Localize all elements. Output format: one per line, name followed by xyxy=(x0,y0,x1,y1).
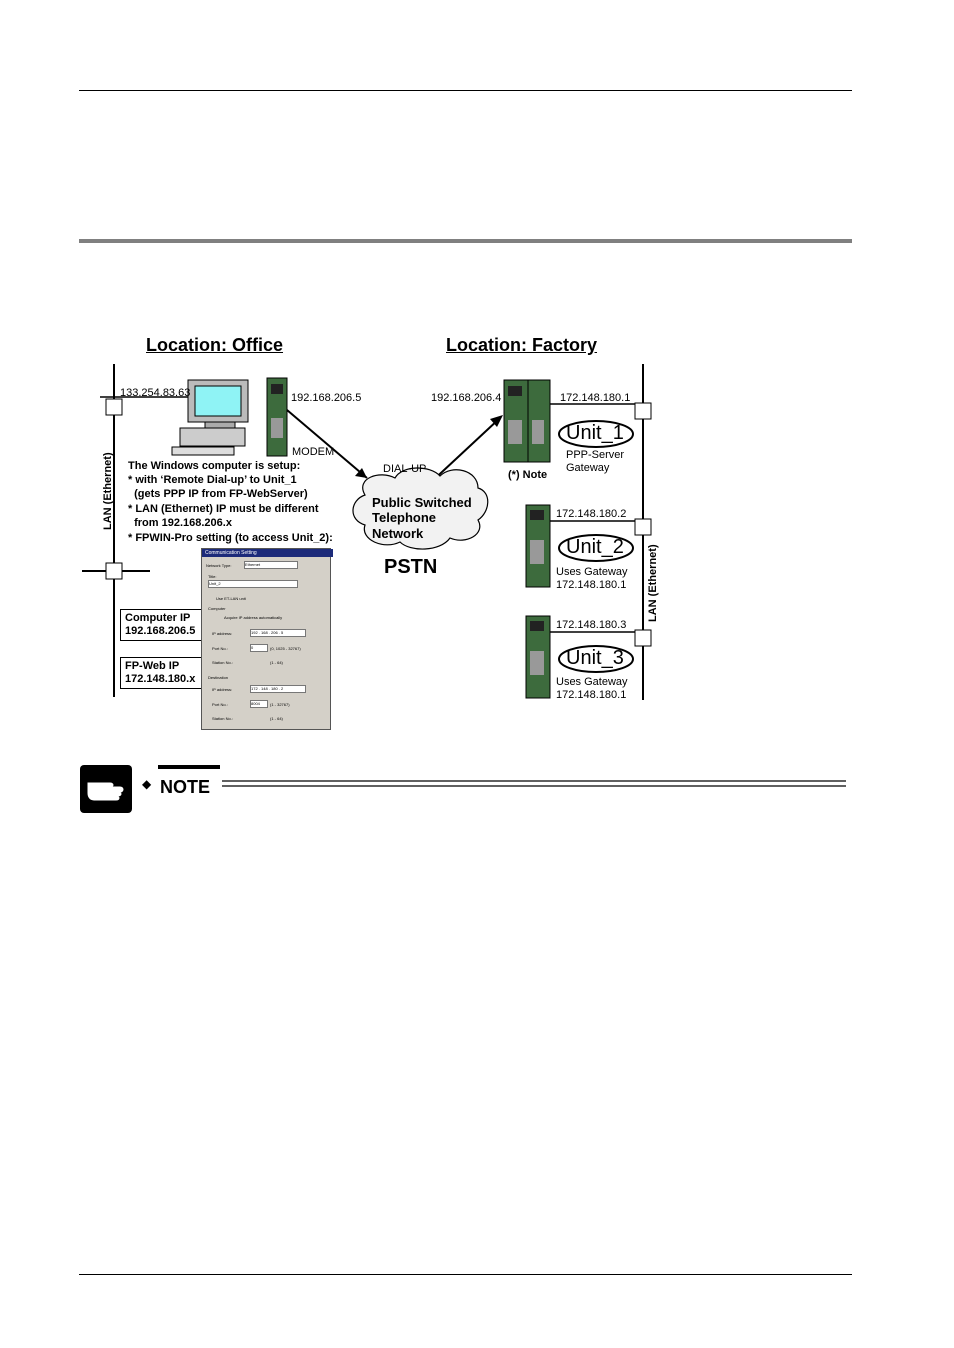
unit-2-ip: 172.148.180.2 xyxy=(556,508,627,520)
unit-1-desc: PPP-Server xyxy=(566,449,625,461)
dest-port-range: (1 - 32767) xyxy=(270,702,290,707)
lan-label-right: LAN (Ethernet) xyxy=(647,544,659,622)
note-bar xyxy=(158,765,220,769)
lan-label-left: LAN (Ethernet) xyxy=(102,452,114,530)
computer-ip-label: Computer IP xyxy=(125,612,191,624)
unit-1-ellipse xyxy=(558,420,634,448)
computer-ip-box: Computer IP 192.168.206.5 xyxy=(120,609,208,641)
fp-web-office-ip: 192.168.206.5 xyxy=(291,392,362,404)
setup-line: The Windows computer is setup: xyxy=(128,460,301,472)
header-rule xyxy=(79,90,852,91)
office-title: Location: Office xyxy=(146,335,284,355)
factory-title: Location: Factory xyxy=(446,335,598,355)
pstn-label: PSTN xyxy=(384,556,438,578)
computer-station-label: Station No.: xyxy=(212,660,233,665)
network-type-label: Network Type: xyxy=(206,563,232,568)
unit-3-ellipse xyxy=(558,645,634,673)
note-label: NOTE xyxy=(160,777,211,797)
network-diagram xyxy=(82,364,652,700)
title-label: Title: xyxy=(208,574,217,579)
fp-web-server-office-icon xyxy=(266,377,288,457)
destination-group-label: Destination xyxy=(208,675,229,680)
office-hub-1 xyxy=(105,398,123,416)
computer-station-range: (1 - 64) xyxy=(270,660,283,665)
factory-hub-1 xyxy=(634,402,652,420)
pc-ip: 133.254.83.63 xyxy=(120,387,191,399)
fpweb-ip-value: 172.148.180.x xyxy=(125,673,196,685)
dest-port-label: Port No.: xyxy=(212,702,228,707)
note-double-rule xyxy=(222,780,846,787)
dialup-line xyxy=(427,417,501,486)
unit-3-desc: 172.148.180.1 xyxy=(556,689,627,701)
unit-3-name: Unit_3 xyxy=(566,647,624,669)
unit-3-desc: Uses Gateway xyxy=(556,676,628,688)
computer-port-label: Port No.: xyxy=(212,646,228,651)
cloud-line: Public Switched xyxy=(372,495,472,510)
setup-line: (gets PPP IP from FP-WebServer) xyxy=(128,488,308,500)
modem-label: MODEM xyxy=(292,446,335,458)
communication-setting-dialog: Communication Setting Network Type: Ethe… xyxy=(201,548,333,730)
footer-rule xyxy=(79,1274,852,1275)
unit-1-name: Unit_1 xyxy=(566,422,624,444)
unit-3-ip: 172.148.180.3 xyxy=(556,619,627,631)
setup-line: * FPWIN-Pro setting (to access Unit_2): xyxy=(128,532,333,544)
unit-2-device-icon xyxy=(525,504,551,588)
title-field[interactable]: Unit_2 xyxy=(208,580,298,588)
setup-line: * LAN (Ethernet) IP must be different xyxy=(128,503,319,515)
fpweb-ip-label: FP-Web IP xyxy=(125,660,180,672)
computer-ip-address-field[interactable]: 192 . 168 . 206 . 5 xyxy=(250,629,306,637)
computer-port-range: (0, 1025 - 32767) xyxy=(270,646,301,651)
setup-line: * with ‘Remote Dial-up’ to Unit_1 xyxy=(128,474,297,486)
factory-hub-2 xyxy=(634,518,652,536)
unit-2-name: Unit_2 xyxy=(566,536,624,558)
dialup-label: DIAL-UP xyxy=(383,463,427,475)
computer-ip-address-label: IP address: xyxy=(212,631,233,636)
dest-station-label: Station No.: xyxy=(212,716,233,721)
cloud-line: Telephone xyxy=(372,510,437,525)
unit-1-left-ip: 192.168.206.4 xyxy=(431,392,502,404)
setup-line: from 192.168.206.x xyxy=(128,517,232,529)
computer-port-field[interactable]: 0 xyxy=(250,644,268,652)
dest-ip-address-field[interactable]: 172 . 148 . 180 . 2 xyxy=(250,685,306,693)
pstn-cloud xyxy=(352,467,489,550)
unit-1-desc: Gateway xyxy=(566,462,610,474)
unit-3-device-icon xyxy=(525,615,551,699)
pointing-hand-icon xyxy=(80,765,132,813)
section-rule xyxy=(79,239,852,243)
computer-ip-value: 192.168.206.5 xyxy=(125,625,196,637)
fpweb-ip-box: FP-Web IP 172.148.180.x xyxy=(120,657,208,689)
dest-ip-address-label: IP address: xyxy=(212,687,233,692)
office-hub-2 xyxy=(105,562,123,580)
network-type-select[interactable]: Ethernet xyxy=(244,561,298,569)
unit-1-device-icon xyxy=(503,379,551,463)
factory-hub-3 xyxy=(634,629,652,647)
cloud-line: Network xyxy=(372,526,424,541)
modem-line xyxy=(286,409,368,479)
diamond-icon: ◆ xyxy=(142,777,152,791)
unit-2-desc: 172.148.180.1 xyxy=(556,579,627,591)
computer-group-label: Computer xyxy=(208,606,226,611)
unit-2-desc: Uses Gateway xyxy=(556,566,628,578)
dest-station-range: (1 - 64) xyxy=(270,716,283,721)
computer-icon xyxy=(171,379,249,456)
dialog-title: Communication Setting xyxy=(202,549,333,557)
unit-1-right-ip: 172.148.180.1 xyxy=(560,392,631,404)
note-ref: (*) Note xyxy=(508,469,548,481)
use-link-checkbox[interactable]: Use ET-LAN unit xyxy=(216,596,246,601)
unit-2-ellipse xyxy=(558,534,634,562)
acquire-ip-checkbox[interactable]: Acquire IP address automatically xyxy=(224,615,283,620)
dest-port-field[interactable]: 8004 xyxy=(250,700,268,708)
